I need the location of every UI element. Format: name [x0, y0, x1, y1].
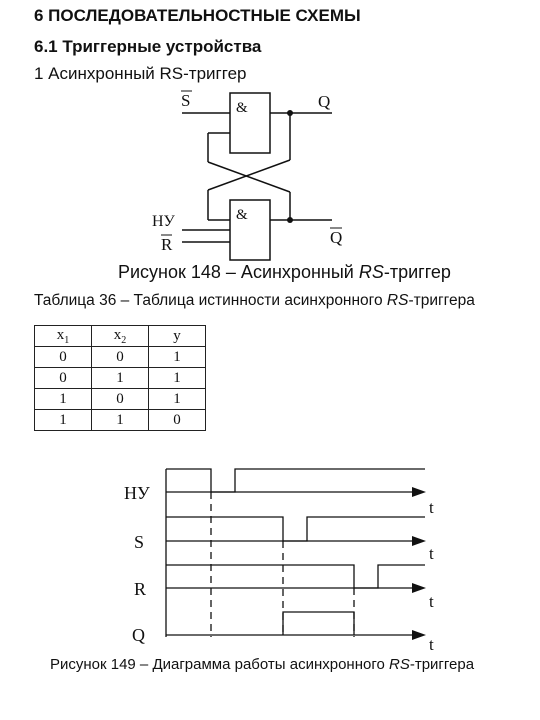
- table-header-row: x1 x2 y: [34, 325, 206, 347]
- input-r-label: R: [161, 235, 173, 254]
- table-cell: 1: [148, 388, 206, 410]
- table-cell: 1: [91, 367, 149, 389]
- table-36-caption: Таблица 36 – Таблица истинности асинхрон…: [34, 292, 475, 309]
- table-cell: 1: [34, 409, 92, 431]
- output-qbar-label: Q: [330, 228, 342, 247]
- nu-waveform: [166, 468, 425, 493]
- section-heading: 6.1 Триггерные устройства: [34, 37, 262, 56]
- gate-symbol-lower: &: [236, 207, 248, 223]
- q-waveform: [282, 611, 355, 635]
- header-x2: x2: [91, 325, 149, 347]
- figure-149-caption: Рисунок 149 – Диаграмма работы асинхронн…: [50, 656, 475, 673]
- table-cell: 1: [91, 409, 149, 431]
- table-cell: 0: [91, 346, 149, 368]
- figure-148-caption: Рисунок 148 – Асинхронный RS-триггер: [118, 262, 451, 282]
- signal-label-q: Q: [132, 625, 145, 645]
- signal-label-r: R: [134, 579, 146, 599]
- table-cell: 1: [148, 346, 206, 368]
- truth-table: x1 x2 y 0 0 1 0 1 1 1 0 1 1 1 0: [34, 325, 206, 431]
- input-s-label: S: [181, 91, 190, 110]
- header-y: y: [148, 325, 206, 347]
- item-heading: 1 Асинхронный RS-триггер: [34, 64, 247, 83]
- header-x1: x1: [34, 325, 92, 347]
- chapter-heading: 6 ПОСЛЕДОВАТЕЛЬНОСТНЫЕ СХЕМЫ: [34, 6, 361, 25]
- table-cell: 1: [34, 388, 92, 410]
- timing-diagram: НУ S R Q t t t t: [124, 468, 434, 654]
- time-axis-label: t: [429, 498, 434, 517]
- time-axis-label: t: [429, 544, 434, 563]
- table-cell: 1: [148, 367, 206, 389]
- upper-and-gate: [229, 92, 271, 154]
- signal-label-s: S: [134, 532, 144, 552]
- table-row: 1 1 0: [34, 409, 206, 431]
- table-cell: 0: [148, 409, 206, 431]
- time-axis-label: t: [429, 635, 434, 654]
- table-cell: 0: [34, 367, 92, 389]
- s-waveform: [166, 516, 425, 542]
- input-nu-label: НУ: [152, 213, 176, 230]
- table-cell: 0: [34, 346, 92, 368]
- rs-trigger-schematic: & & S Q НУ R Q: [152, 90, 342, 261]
- output-q-label: Q: [318, 92, 330, 111]
- table-row: 1 0 1: [34, 388, 206, 410]
- table-cell: 0: [91, 388, 149, 410]
- time-axis-label: t: [429, 592, 434, 611]
- signal-label-nu: НУ: [124, 483, 150, 503]
- table-row: 0 1 1: [34, 367, 206, 389]
- table-row: 0 0 1: [34, 346, 206, 368]
- r-waveform: [166, 564, 425, 589]
- gate-symbol-upper: &: [236, 100, 248, 116]
